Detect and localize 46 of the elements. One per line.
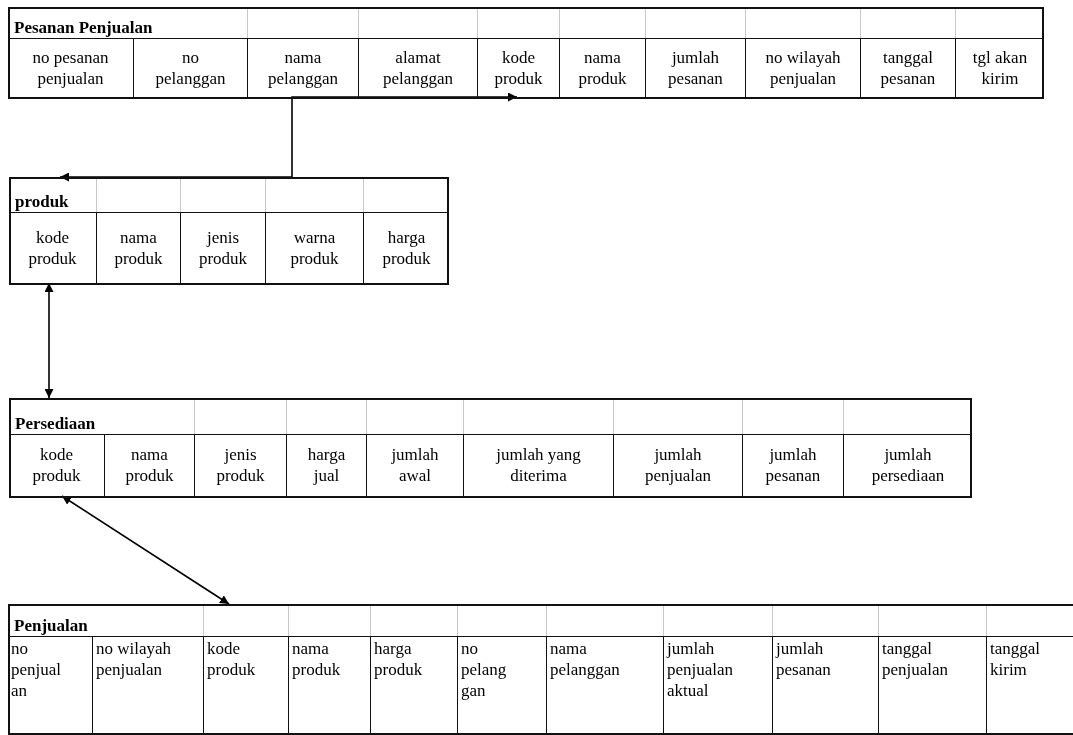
column-name-cell: alamat pelanggan: [358, 38, 477, 97]
column-name-cell: harga jual: [286, 434, 366, 496]
column-name-cell: no pelanggan: [133, 38, 247, 97]
table: [9, 398, 972, 498]
column-name-cell: jumlah penjualan: [613, 434, 742, 496]
column-name-cell: no wilayah penjualan: [745, 38, 860, 97]
column-name-cell: tanggal penjualan: [878, 636, 986, 733]
column-name-cell: nama produk: [559, 38, 645, 97]
arrow: [59, 92, 518, 182]
column-name-cell: jumlah pesanan: [742, 434, 843, 496]
column-name-cell: no pesanan penjualan: [8, 38, 133, 97]
column-name-cell: no penjual an: [8, 636, 92, 733]
table: [9, 177, 449, 285]
column-name-cell: tanggal pesanan: [860, 38, 955, 97]
column-name-cell: no wilayah penjualan: [92, 636, 203, 733]
column-name-cell: harga produk: [363, 212, 449, 283]
column-name-cell: kode produk: [477, 38, 559, 97]
arrow: [44, 282, 54, 399]
column-name-cell: jumlah yang diterima: [463, 434, 613, 496]
column-name-cell: harga produk: [370, 636, 457, 733]
column-name-cell: jumlah persediaan: [843, 434, 972, 496]
column-name-cell: jenis produk: [194, 434, 286, 496]
column-name-cell: nama produk: [96, 212, 180, 283]
column-name-cell: tgl akan kirim: [955, 38, 1044, 97]
table-title: Persediaan: [15, 414, 96, 434]
column-name-cell: jumlah pesanan: [645, 38, 745, 97]
column-name-cell: nama produk: [104, 434, 194, 496]
column-name-cell: no pelang gan: [457, 636, 546, 733]
column-name-cell: tanggal kirim: [986, 636, 1073, 733]
column-name-cell: nama produk: [288, 636, 370, 733]
table: [8, 7, 1044, 99]
table-title: Pesanan Penjualan: [14, 18, 153, 38]
column-name-cell: nama pelanggan: [546, 636, 663, 733]
column-name-cell: kode produk: [203, 636, 288, 733]
column-name-cell: kode produk: [9, 434, 104, 496]
column-name-cell: nama pelanggan: [247, 38, 358, 97]
column-name-cell: jumlah penjualan aktual: [663, 636, 772, 733]
table-title: Penjualan: [14, 616, 88, 636]
column-name-cell: jenis produk: [180, 212, 265, 283]
column-name-cell: kode produk: [9, 212, 96, 283]
arrow: [61, 495, 230, 605]
table: [8, 604, 1073, 735]
column-name-cell: jumlah pesanan: [772, 636, 878, 733]
table-title: produk: [15, 192, 69, 212]
column-name-cell: jumlah awal: [366, 434, 463, 496]
column-name-cell: warna produk: [265, 212, 363, 283]
